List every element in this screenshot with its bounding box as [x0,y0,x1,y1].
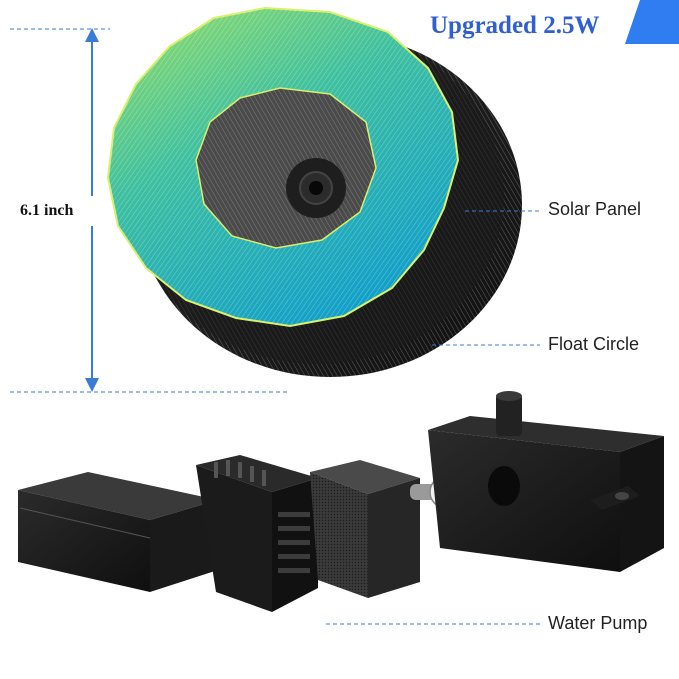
float-circle-label: Float Circle [548,334,640,354]
dimension-label: 6.1 inch [20,202,74,219]
arrow-up-icon [85,28,99,42]
pump-cover-box [18,472,218,592]
filter-cage [196,455,318,612]
sponge-filter [310,460,420,598]
arrow-down-icon [85,378,99,392]
badge-text: Upgraded 2.5W [430,12,600,39]
water-pump-label: Water Pump [548,613,648,633]
water-pump [428,391,664,572]
solar-panel-label: Solar Panel [548,199,642,219]
badge-accent [625,0,679,44]
